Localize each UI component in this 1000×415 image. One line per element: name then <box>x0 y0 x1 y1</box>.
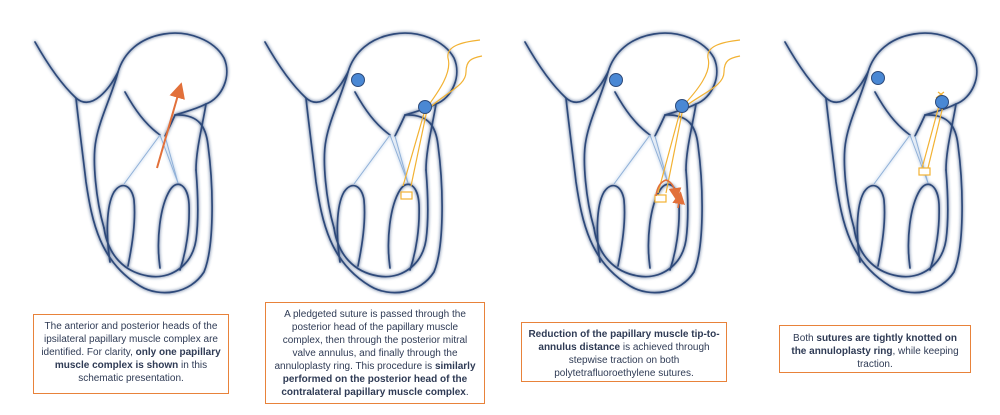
caption-emphasis: Reduction of the papillary muscle tip-to… <box>528 329 720 353</box>
caption-step-4: Both sutures are tightly knotted on the … <box>779 325 971 373</box>
caption-text: Both <box>793 333 817 344</box>
caption-text: A pledgeted suture is passed through the… <box>274 309 468 372</box>
caption-emphasis: similarly performed on the posterior hea… <box>281 361 476 398</box>
caption-text: The anterior and posterior heads of the … <box>41 321 218 358</box>
panel-3-traction-arrows <box>655 179 685 209</box>
panel-3-sutures <box>654 39 741 203</box>
panel-1-heart <box>34 32 228 294</box>
panel-4-aortic-node <box>871 71 885 85</box>
panel-3-heart <box>524 32 718 294</box>
panel-2-heart <box>264 32 458 294</box>
caption-step-3: Reduction of the papillary muscle tip-to… <box>521 322 727 382</box>
caption-text: , while keeping traction. <box>857 346 959 370</box>
panel-2-sutures <box>400 39 483 200</box>
caption-emphasis: sutures are tightly knotted on the annul… <box>791 333 957 357</box>
caption-text: . <box>465 387 469 398</box>
caption-step-2: A pledgeted suture is passed through the… <box>265 302 485 404</box>
caption-text: is achieved through stepwise traction on… <box>554 342 710 379</box>
panel-3-aortic-node <box>609 73 623 87</box>
caption-text: in this schematic presentation. <box>78 360 208 384</box>
panel-2-annulus-node <box>418 100 432 114</box>
caption-emphasis: only one papillary muscle complex is sho… <box>54 347 221 371</box>
panel-4-annulus-node <box>935 95 949 109</box>
panel-1-direction-arrow <box>156 82 185 169</box>
caption-step-1: The anterior and posterior heads of the … <box>33 314 229 394</box>
panel-3-annulus-node <box>675 99 689 113</box>
panel-2-aortic-node <box>351 73 365 87</box>
